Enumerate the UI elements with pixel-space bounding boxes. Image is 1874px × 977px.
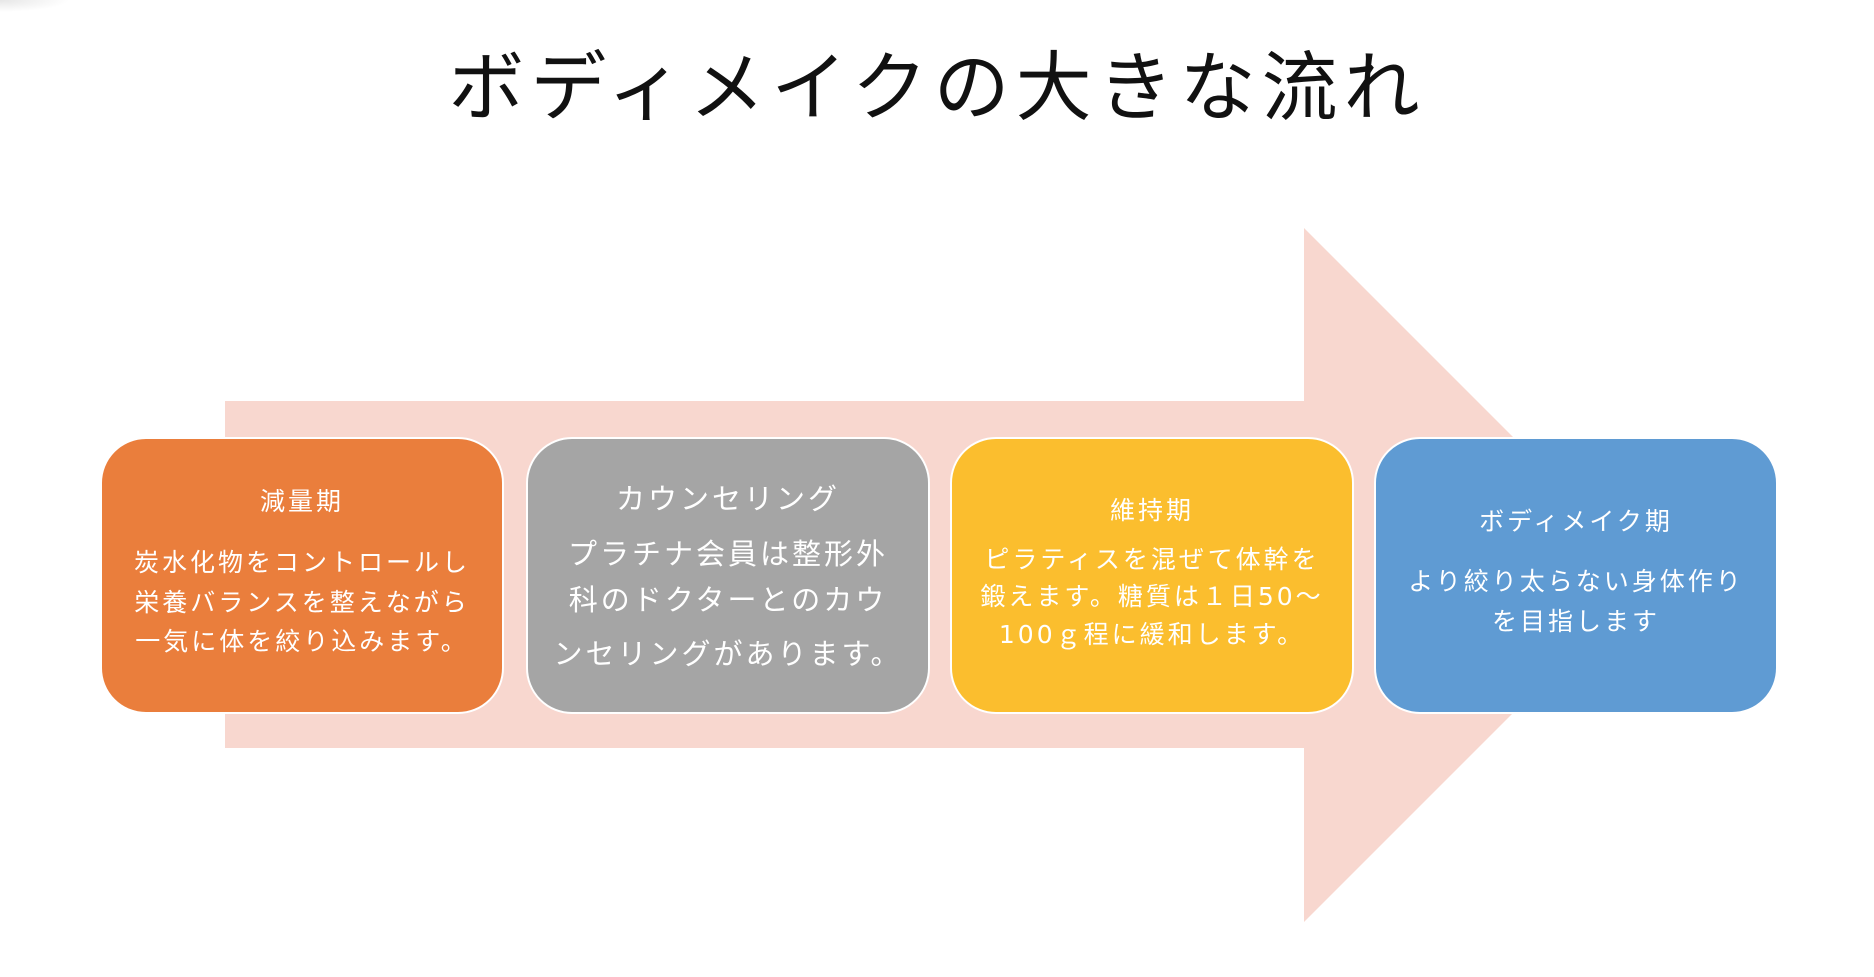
step-description-line: 炭水化物をコントロールし [133, 548, 470, 577]
step-description-line: 栄養バランスを整えながら [134, 588, 470, 617]
step-description-line: プラチナ会員は整形外 [567, 537, 888, 571]
page-title: ボディメイクの大きな流れ [448, 43, 1426, 132]
step-card-weight-loss[interactable]: 減量期 炭水化物をコントロールし 栄養バランスを整えながら 一気に体を絞り込みま… [100, 437, 504, 714]
step-description-line: 100ｇ程に緩和します。 [998, 620, 1306, 649]
step-description-line: ピラティスを混ぜて体幹を [984, 545, 1320, 574]
step-card-maintenance[interactable]: 維持期 ピラティスを混ぜて体幹を 鍛えます。糖質は１日50～ 100ｇ程に緩和し… [950, 437, 1354, 714]
step-description-line: を目指します [1491, 607, 1660, 636]
step-heading: 減量期 [259, 487, 344, 516]
step-description-line: 科のドクターとのカウ [568, 583, 888, 617]
step-card-counseling[interactable]: カウンセリング プラチナ会員は整形外 科のドクターとのカウ ンセリングがあります… [526, 437, 930, 714]
step-description-line: 鍛えます。糖質は１日50～ [980, 582, 1324, 611]
step-description-line: より絞り太らない身体作り [1408, 567, 1744, 596]
corner-shadow [0, 0, 70, 12]
step-card-body-make[interactable]: ボディメイク期 より絞り太らない身体作り を目指します [1374, 437, 1778, 714]
step-heading: ボディメイク期 [1479, 507, 1673, 536]
step-description-line: ンセリングがあります。 [553, 637, 903, 671]
step-description-line: 一気に体を絞り込みます。 [135, 627, 469, 656]
step-heading: カウンセリング [615, 482, 840, 516]
arrow-shape [225, 228, 1651, 922]
step-heading: 維持期 [1109, 496, 1194, 525]
